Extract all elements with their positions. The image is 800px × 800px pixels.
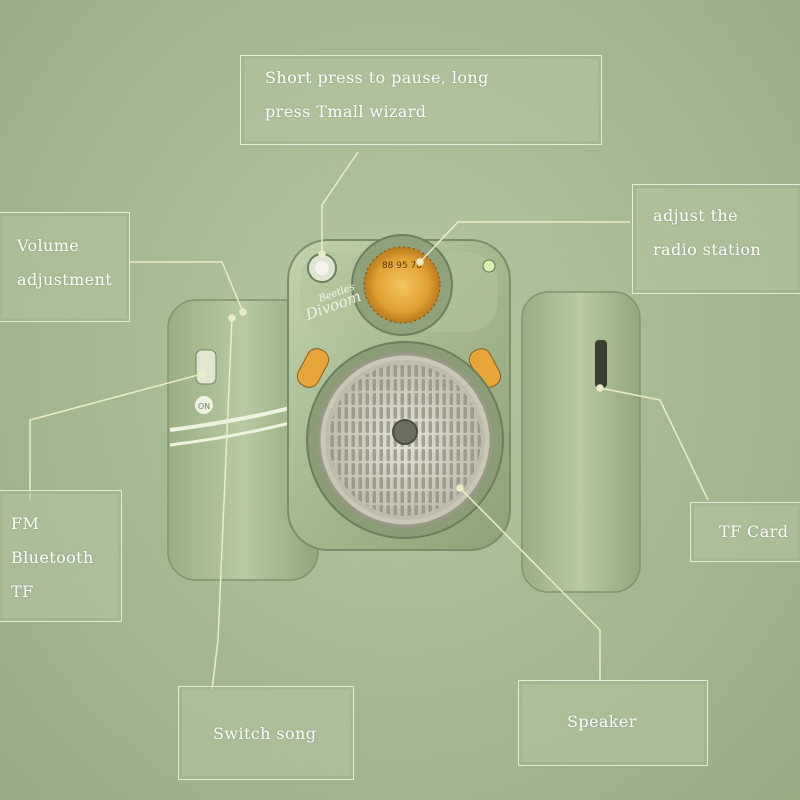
label-volume: Volume adjustment [0,212,130,322]
label-speaker: Speaker [518,680,708,766]
callout-lines [29,151,709,691]
label-pause-line2: press Tmall wizard [265,102,427,121]
label-tfcard-line1: TF Card [719,522,789,541]
label-switch-line1: Switch song [213,724,317,743]
label-switch-song: Switch song [178,686,354,780]
label-mode-tf: TF [11,582,34,601]
center-knob-icon [392,419,418,445]
tf-card-slot [595,340,607,388]
label-radio-line2: radio station [653,240,762,259]
label-mode-bluetooth: Bluetooth [11,548,94,567]
label-radio-station: adjust the radio station [632,184,800,294]
dial-numbers: 88 95 78 [382,261,422,271]
label-pause-button: Short press to pause, long press Tmall w… [240,55,602,145]
radio-dial-icon [364,247,440,323]
right-side-panel [521,291,641,593]
main-body: 88 95 78 Divoom Beetles [287,234,511,551]
label-volume-line1: Volume [17,236,80,255]
led-indicator-icon [482,259,496,273]
mode-switch-text: ON [198,402,210,411]
label-mode-fm: FM [11,514,40,533]
label-pause-line1: Short press to pause, long [265,68,489,87]
label-radio-line1: adjust the [653,206,738,225]
label-mode: FM Bluetooth TF [0,490,122,622]
label-speaker-line1: Speaker [567,712,637,731]
mode-switch-icon [195,396,213,414]
label-tf-card: TF Card [690,502,800,562]
left-lamp-icon [296,348,330,388]
label-volume-line2: adjustment [17,270,113,289]
